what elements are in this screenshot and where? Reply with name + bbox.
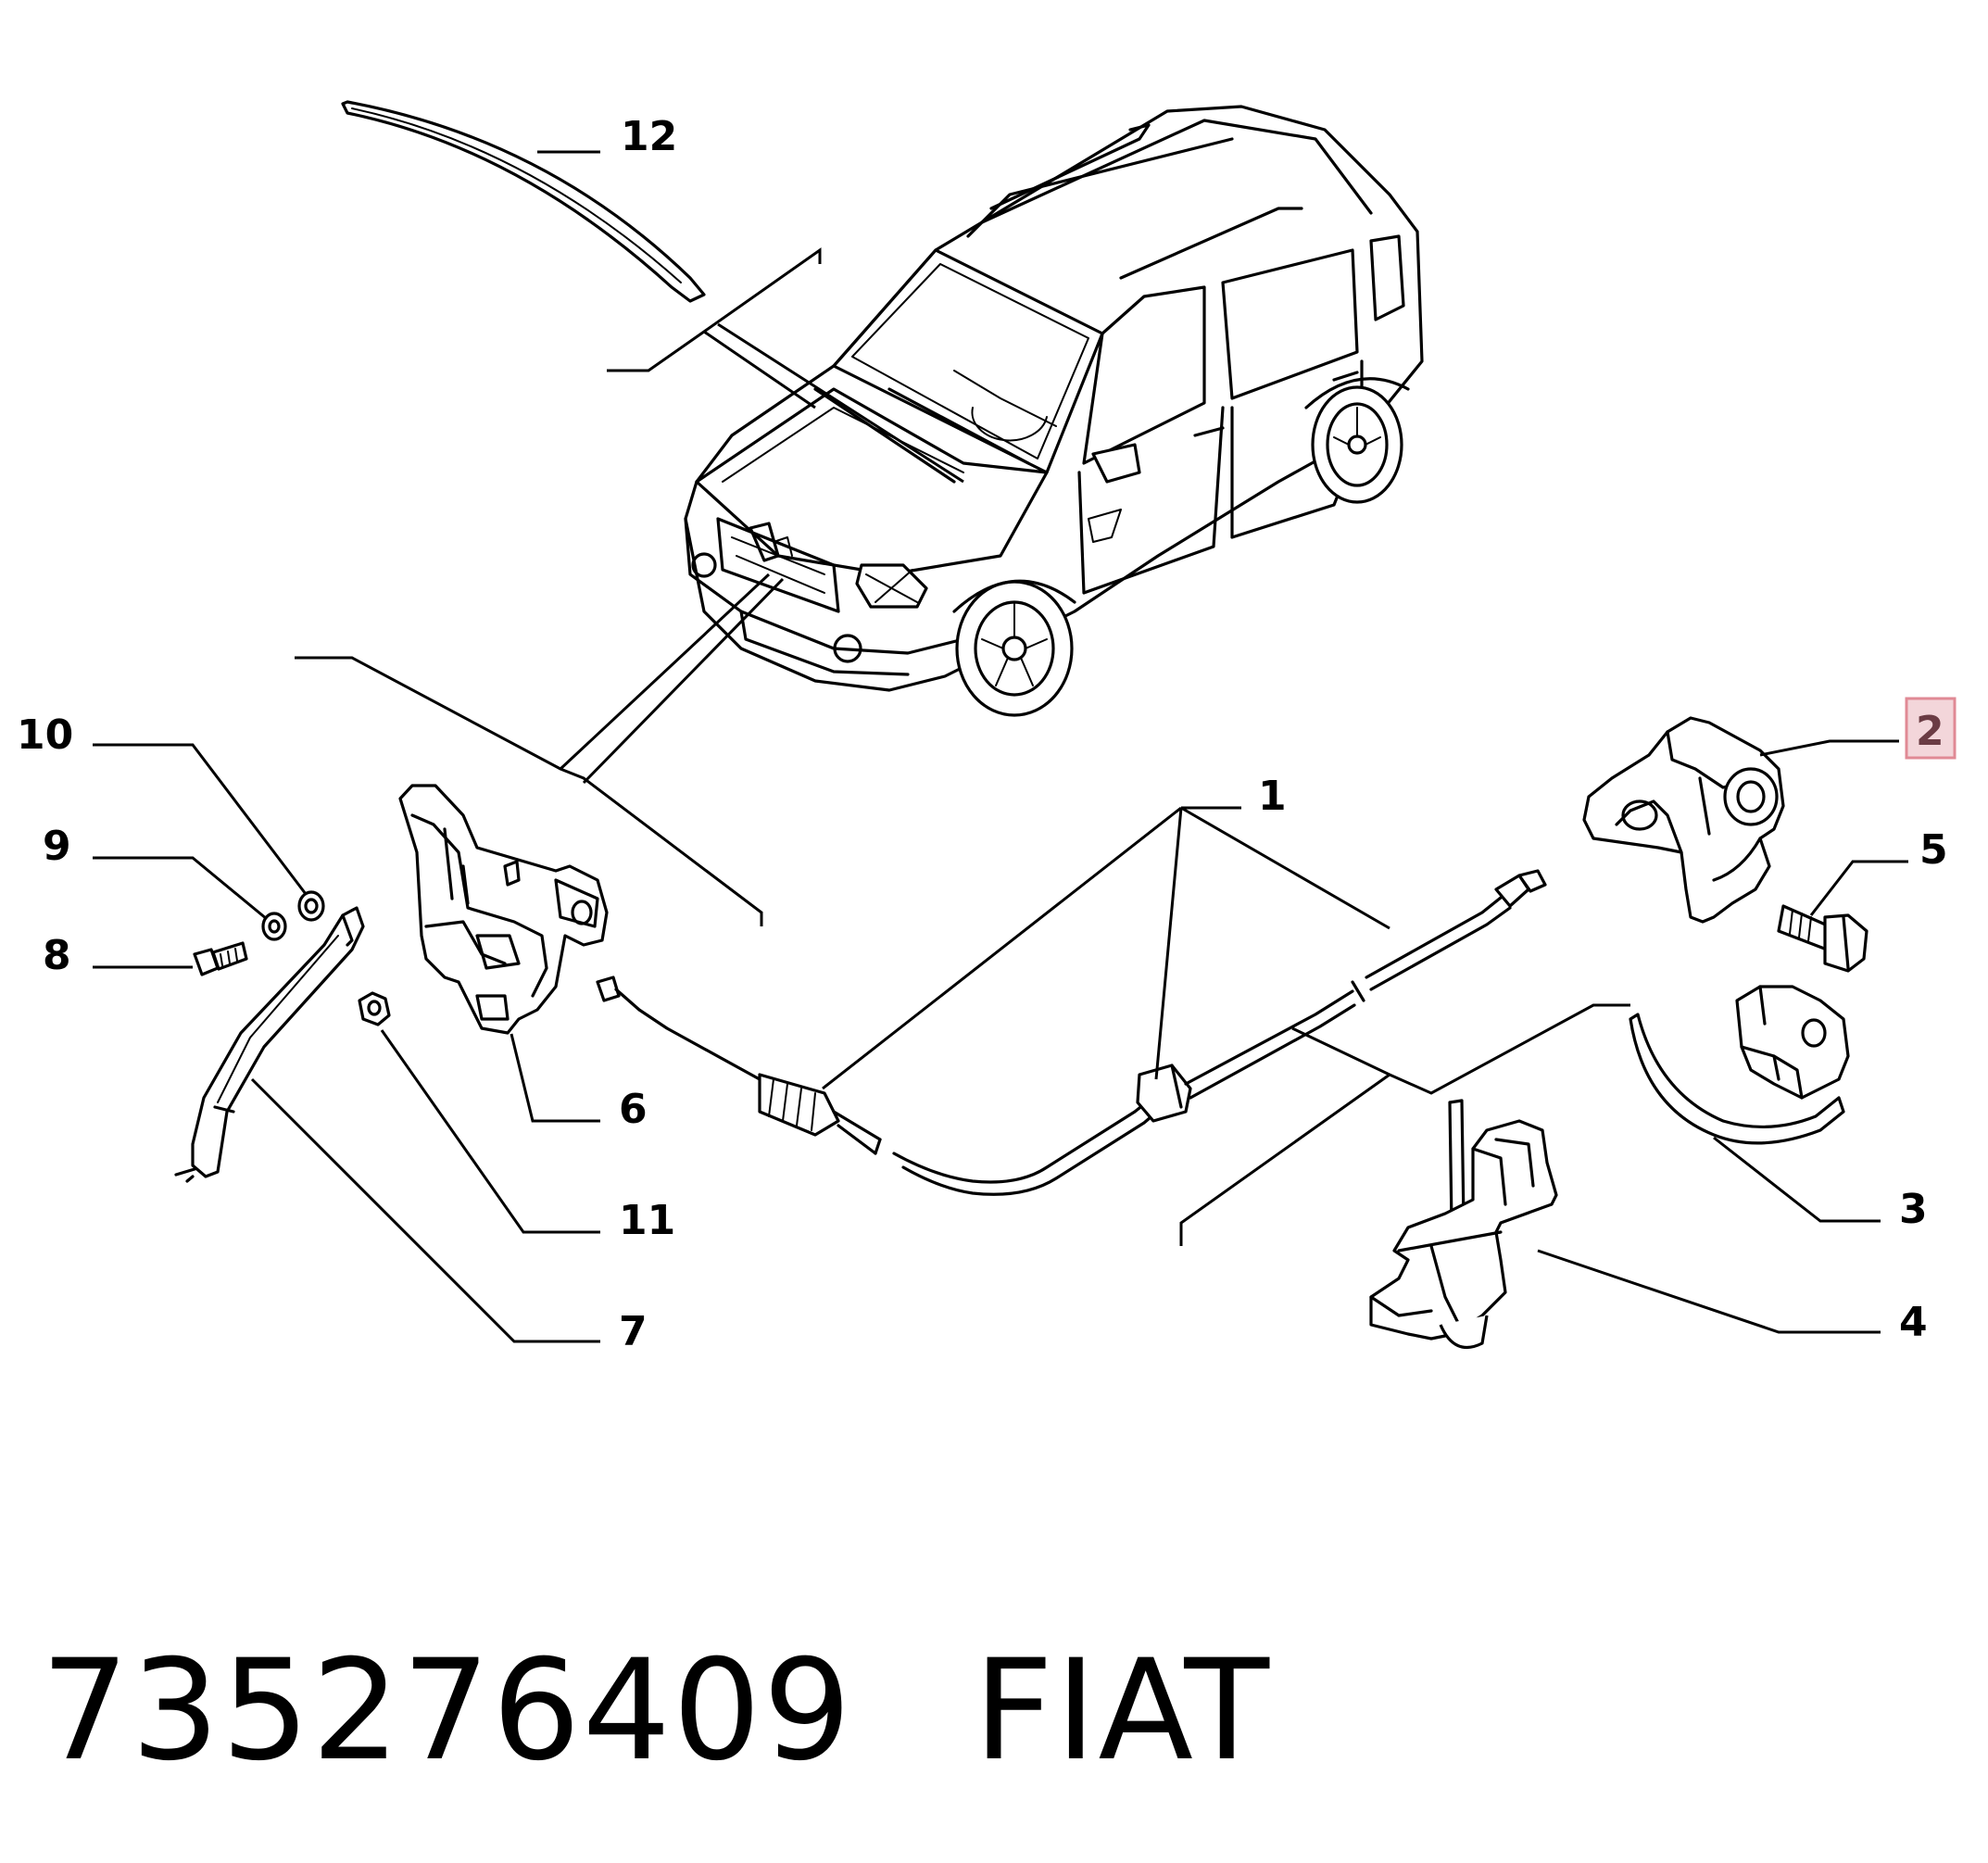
car-illustration bbox=[684, 105, 1424, 717]
callout-6: 6 bbox=[619, 1086, 648, 1133]
part-number: 735276409 bbox=[41, 1630, 853, 1792]
callout-3: 3 bbox=[1899, 1186, 1928, 1233]
leader-lines bbox=[93, 150, 1908, 1343]
callout-12: 12 bbox=[621, 113, 677, 160]
callout-5: 5 bbox=[1919, 826, 1948, 874]
part-7-stay-rod bbox=[174, 906, 365, 1183]
brand-name: FIAT bbox=[973, 1630, 1272, 1792]
callouts: 12 10 9 8 6 11 7 1 2 5 3 4 bbox=[17, 113, 1957, 1355]
callout-2: 2 bbox=[1916, 708, 1944, 755]
part-5-bolt bbox=[1777, 904, 1868, 973]
part-10-washer bbox=[297, 890, 325, 922]
part-8-bolt bbox=[193, 941, 248, 976]
caption: 735276409 FIAT bbox=[41, 1630, 1271, 1792]
part-9-washer bbox=[261, 912, 287, 941]
callout-2-highlight bbox=[1905, 697, 1957, 760]
part-11-nut bbox=[358, 991, 391, 1026]
part-4-support bbox=[1369, 1099, 1558, 1350]
part-1-release-cable bbox=[596, 869, 1547, 1196]
callout-8: 8 bbox=[43, 932, 71, 979]
part-12-hood-seal bbox=[341, 100, 706, 303]
callout-1: 1 bbox=[1258, 773, 1287, 820]
callout-10: 10 bbox=[17, 711, 73, 759]
part-2-bracket bbox=[1582, 716, 1785, 924]
callout-9: 9 bbox=[43, 823, 71, 870]
part-3-clip bbox=[1629, 985, 1850, 1145]
part-6-hood-latch bbox=[398, 784, 609, 1035]
callout-11: 11 bbox=[619, 1197, 675, 1244]
callout-7: 7 bbox=[619, 1308, 648, 1355]
callout-4: 4 bbox=[1899, 1299, 1928, 1346]
